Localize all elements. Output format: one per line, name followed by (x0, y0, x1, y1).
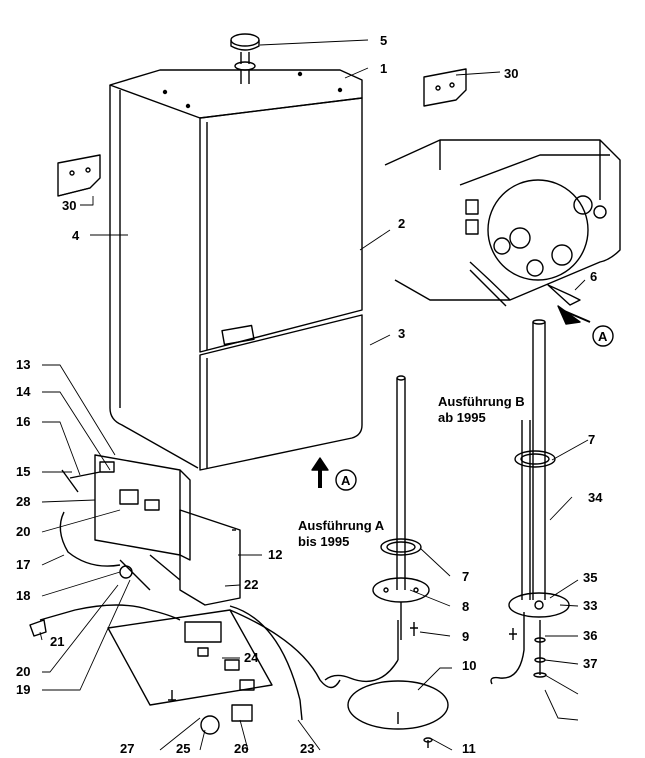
callout-34: 36 (583, 628, 597, 643)
callout-labels: 5 1 30 30 2 4 6 3 A A 7 34 35 33 36 37 7… (16, 33, 608, 756)
callout-17: 17 (16, 557, 30, 572)
callout-22: 22 (244, 577, 258, 592)
top-knob (230, 33, 260, 84)
callout-3: 3 (398, 326, 405, 341)
callout-23: 23 (300, 741, 314, 753)
mounting-bracket-right (423, 68, 467, 107)
callout-30-left: 30 (62, 198, 76, 213)
callout-5: 5 (380, 33, 387, 48)
probe-variant-a (324, 375, 449, 748)
leader-lines (39, 39, 589, 751)
probe-variant-b (490, 319, 570, 685)
callout-8: 8 (462, 599, 469, 614)
mounting-bracket-left (57, 154, 101, 197)
callout-2: 2 (398, 216, 405, 231)
callout-31: 33 (583, 598, 597, 613)
detail-view-a (384, 139, 621, 347)
callout-7-a: 7 (462, 569, 469, 584)
callout-13: 13 (16, 357, 30, 372)
callout-9: 9 (462, 629, 469, 644)
callout-24: 24 (244, 650, 259, 665)
callout-18: 18 (16, 588, 30, 603)
callout-10: 10 (462, 658, 476, 673)
variant-a-title: Ausführung A (298, 518, 385, 533)
callout-15: 15 (16, 464, 30, 479)
callout-1: 1 (380, 61, 387, 76)
marker-a-arrow: A (341, 473, 351, 488)
view-arrow-a (311, 457, 357, 491)
callout-6: 6 (590, 269, 597, 284)
callout-21: 21 (50, 634, 64, 649)
callout-20-top: 20 (16, 524, 30, 539)
callout-32: 34 (588, 490, 603, 505)
callout-28: 28 (16, 494, 30, 509)
callout-11: 11 (462, 741, 476, 753)
callout-26: 26 (234, 741, 248, 753)
callout-19: 19 (16, 682, 30, 697)
callout-16: 16 (16, 414, 30, 429)
callout-33: 35 (583, 570, 597, 585)
callout-25: 25 (176, 741, 190, 753)
callout-14: 14 (16, 384, 31, 399)
variant-b-title: Ausführung B (438, 394, 525, 409)
callout-12: 12 (268, 547, 282, 562)
callout-30-right: 30 (504, 66, 518, 81)
variant-b-date: ab 1995 (438, 410, 486, 425)
marker-a-detail: A (598, 329, 608, 344)
callout-4: 4 (72, 228, 80, 243)
callout-20-bottom: 20 (16, 664, 30, 679)
variant-a-date: bis 1995 (298, 534, 349, 549)
callout-35: 37 (583, 656, 597, 671)
electronics-assembly (29, 454, 341, 735)
callout-7-b: 7 (588, 432, 595, 447)
main-housing (109, 69, 363, 471)
variant-captions: Ausführung A bis 1995 Ausführung B ab 19… (298, 394, 525, 549)
callout-27: 27 (120, 741, 134, 753)
